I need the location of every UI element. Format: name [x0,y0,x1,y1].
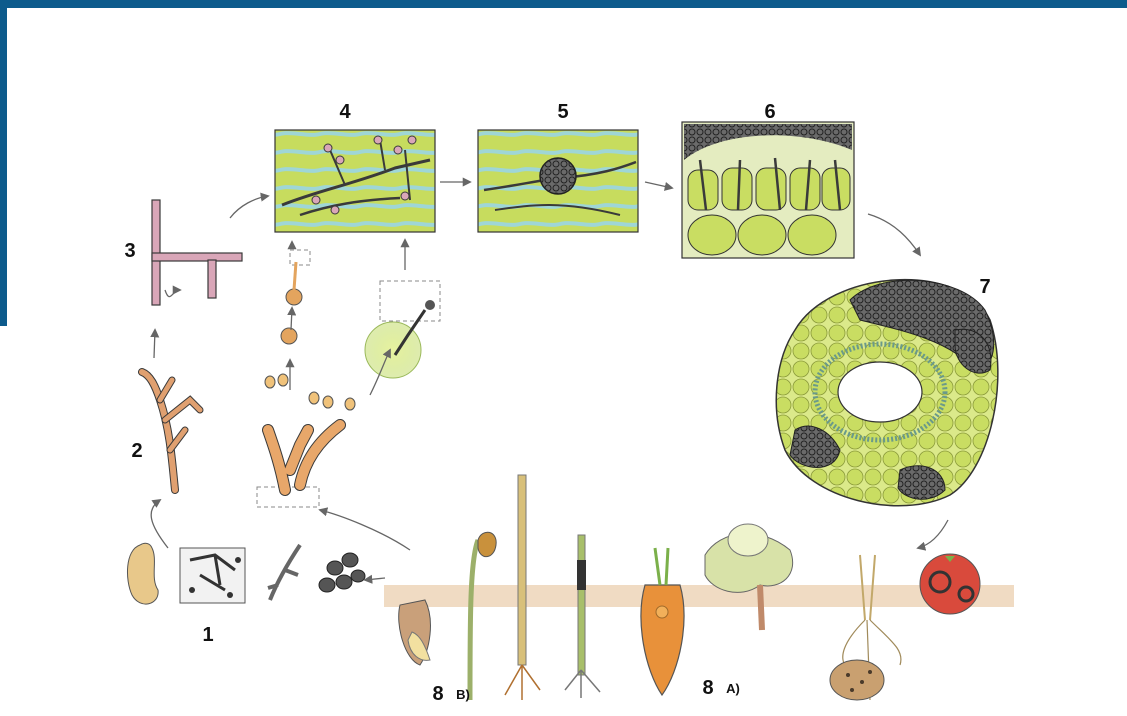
plant-seed-rot [399,600,431,665]
stage-2-germ-tube [142,372,200,490]
label-4: 4 [339,101,351,123]
plant-seedling-damping [470,532,496,700]
plant-stem-2-lesion [565,535,600,698]
label-8a-sub: A) [726,681,740,696]
label-6: 6 [764,101,775,123]
panel-5-sclerotium-forming [478,130,638,232]
germinating-spore-on-leaf [365,281,440,378]
plant-potato-tuber [830,555,901,700]
label-8b-sub: B) [456,687,470,702]
label-8a-number: 8 [702,677,713,699]
label-2: 2 [131,440,142,462]
plant-cabbage [705,524,793,630]
stage-1-sclerotia-germination [127,543,365,604]
label-5: 5 [557,101,568,123]
label-3: 3 [124,240,135,262]
panel-4-infection-tissue [275,130,435,232]
label-7: 7 [979,276,990,298]
soil-strip [384,585,1014,607]
label-1: 1 [202,624,213,646]
conidiophores-cluster [257,250,355,507]
plant-tomato [920,554,980,614]
plant-carrot [641,548,684,695]
label-8b-number: 8 [432,683,443,705]
panel-7-stem-cross-section [776,280,998,506]
stage-3-branched-hypha [152,200,242,305]
panel-6-cross-section [682,122,854,258]
